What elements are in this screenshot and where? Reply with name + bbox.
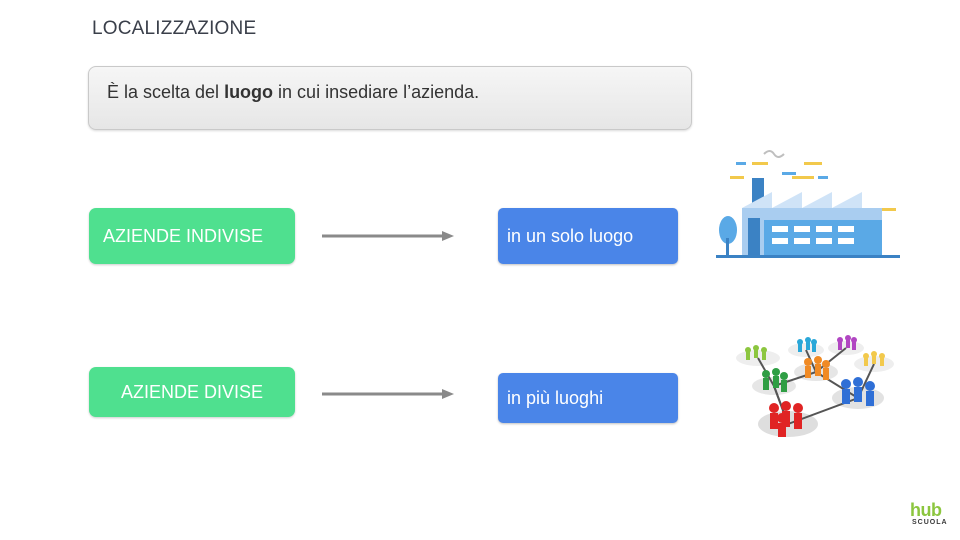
result-multiple-locations: in più luoghi xyxy=(498,373,678,423)
definition-prefix: È la scelta del xyxy=(107,82,225,102)
arrow-right-icon xyxy=(322,389,454,399)
definition-box: È la scelta del luogo in cui insediare l… xyxy=(88,66,692,130)
label-aziende-divise: AZIENDE DIVISE xyxy=(89,367,295,417)
result-single-location: in un solo luogo xyxy=(498,208,678,264)
logo-sub-text: SCUOLA xyxy=(912,519,948,526)
arrow-right-icon xyxy=(322,231,454,241)
definition-text: È la scelta del luogo in cui insediare l… xyxy=(107,82,479,103)
factory-icon xyxy=(716,150,900,258)
slide-title: LOCALIZZAZIONE xyxy=(92,18,257,39)
definition-suffix: in cui insediare l’azienda. xyxy=(273,82,480,102)
hub-scuola-logo: hub SCUOLA xyxy=(910,500,950,530)
definition-emphasis: luogo xyxy=(224,82,274,102)
logo-main-text: hub xyxy=(910,500,942,520)
people-network-icon xyxy=(736,335,894,437)
label-aziende-indivise: AZIENDE INDIVISE xyxy=(89,208,295,264)
